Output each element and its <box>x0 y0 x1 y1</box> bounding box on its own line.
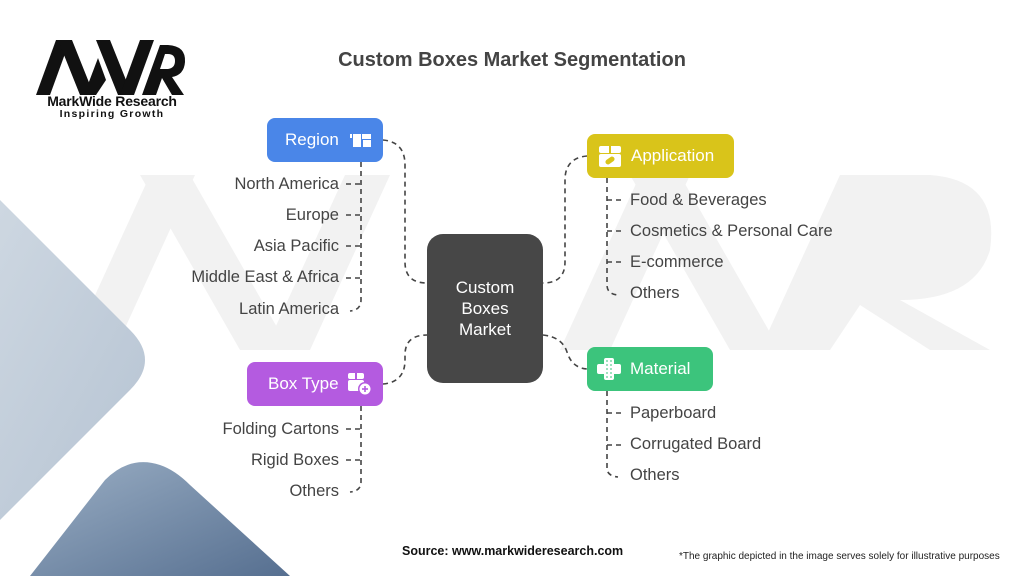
material-cross-icon <box>597 358 621 380</box>
region-item: Middle East & Africa <box>191 268 339 286</box>
segment-node-box-type[interactable]: Box Type <box>247 362 383 406</box>
segment-label-region: Region <box>285 130 339 149</box>
material-item: Paperboard <box>630 404 717 422</box>
connector-box-type-items <box>349 406 362 493</box>
center-node[interactable]: Custom Boxes Market <box>427 234 543 383</box>
brand-logo-mark <box>36 40 186 95</box>
segment-node-material[interactable]: Material <box>587 347 713 391</box>
center-line: Boxes <box>461 299 509 318</box>
connector-material <box>542 334 588 370</box>
segment-label-box-type: Box Type <box>268 374 339 393</box>
connector-box-type <box>382 334 428 385</box>
decor-shape-dark <box>30 462 290 576</box>
decor-shape-light <box>0 200 145 520</box>
box-add-icon <box>347 373 372 396</box>
application-item: Others <box>630 284 680 302</box>
box-type-item: Others <box>289 482 339 500</box>
center-line: Market <box>459 320 511 339</box>
material-item: Others <box>630 466 680 484</box>
disclaimer-note: *The graphic depicted in the image serve… <box>679 551 1000 562</box>
brand-tagline: Inspiring Growth <box>59 108 165 120</box>
center-line: Custom <box>455 278 515 297</box>
connector-application-items <box>606 178 619 296</box>
source-citation: Source: www.markwideresearch.com <box>402 544 624 558</box>
box-type-item: Folding Cartons <box>222 420 339 438</box>
watermark <box>70 175 992 350</box>
segment-label-material: Material <box>630 359 691 378</box>
package-tag-icon <box>599 146 621 167</box>
region-item: Latin America <box>239 300 339 318</box>
connector-material-items <box>606 391 619 478</box>
segment-label-application: Application <box>631 146 715 165</box>
region-item: Europe <box>285 206 339 224</box>
box-type-item: Rigid Boxes <box>250 451 339 469</box>
connector-region-items <box>349 162 362 312</box>
page-title: Custom Boxes Market Segmentation <box>338 49 686 71</box>
region-item: North America <box>234 175 339 193</box>
application-item: Cosmetics & Personal Care <box>630 222 833 240</box>
segment-node-region[interactable]: Region <box>267 118 383 162</box>
connector-application <box>542 155 588 284</box>
region-item: Asia Pacific <box>253 237 339 255</box>
application-item: E-commerce <box>630 253 724 271</box>
box-open-icon <box>349 134 371 147</box>
application-item: Food & Beverages <box>630 191 767 209</box>
connector-region <box>382 139 428 284</box>
material-item: Corrugated Board <box>630 435 762 453</box>
segment-node-application[interactable]: Application <box>587 134 734 178</box>
brand-name: MarkWide Research <box>47 93 177 109</box>
